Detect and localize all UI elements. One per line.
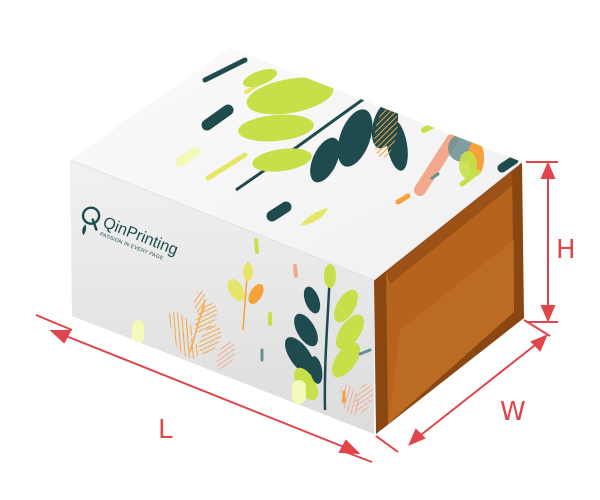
brand-mark-icon	[81, 206, 101, 236]
height-dimension-line	[526, 161, 558, 323]
height-label: H	[556, 235, 576, 265]
dimension-annotations	[35, 161, 558, 463]
length-dimension-line	[35, 314, 373, 463]
width-label: W	[500, 397, 526, 427]
front-face-artwork	[132, 238, 374, 416]
top-face-artwork	[175, 57, 519, 226]
width-dimension-line	[375, 319, 551, 453]
box-interior	[374, 162, 524, 434]
length-label: L	[158, 415, 173, 445]
